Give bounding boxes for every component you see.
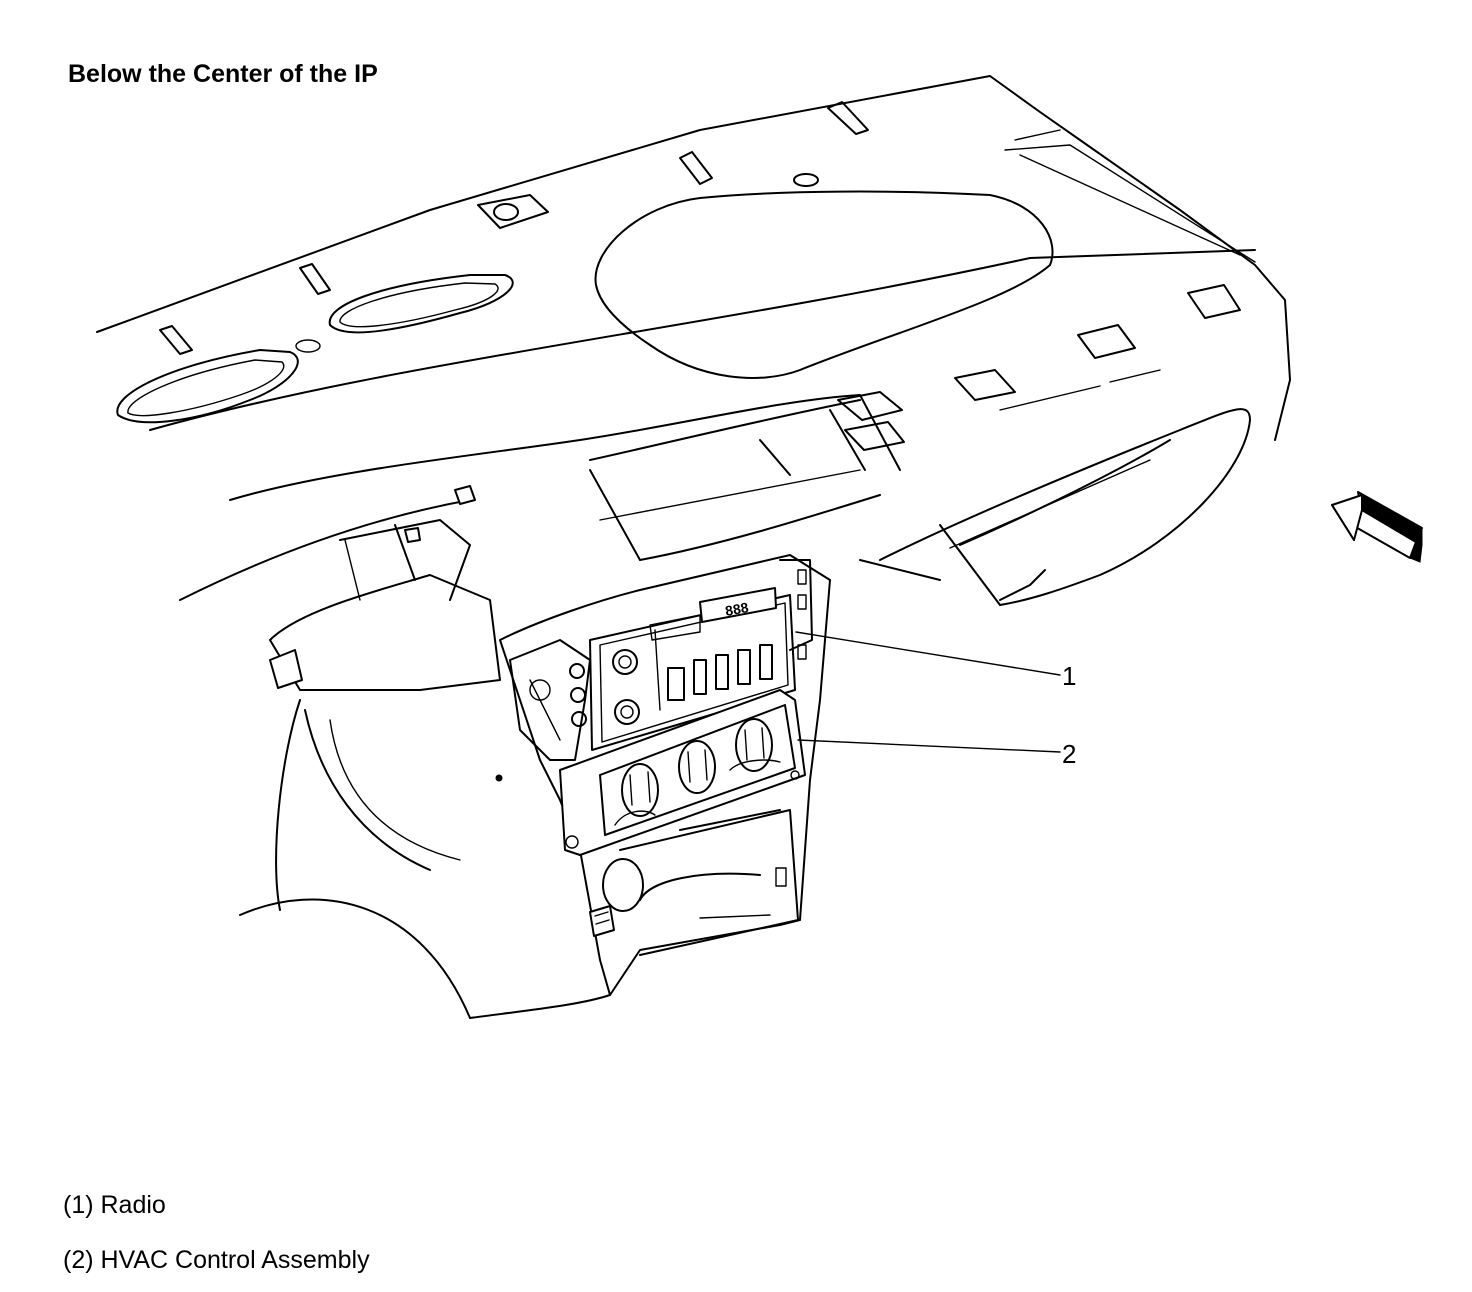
radio-display-text: 888 [724,599,750,619]
legend-item-hvac-control-assembly: (2) HVAC Control Assembly [63,1246,370,1274]
glove-box-area [860,409,1250,605]
view-direction-arrow-icon [1332,492,1422,562]
callout-number-2: 2 [1062,739,1077,769]
hvac-control-assembly [560,690,805,855]
callout-leaders [796,632,1060,752]
side-air-outlets [838,285,1240,450]
callout-number-1: 1 [1062,661,1077,691]
diagram-title: Below the Center of the IP [68,60,378,88]
legend-item-radio: (1) Radio [63,1191,166,1219]
ip-top-surface [97,76,1290,440]
lower-storage-bin [590,810,798,955]
leader-line-2 [798,740,1060,752]
radio: 888 [590,560,812,750]
leader-line-1 [796,632,1060,675]
ip-face [180,395,900,1018]
center-stack [500,555,830,995]
defroster-vents [117,102,868,422]
